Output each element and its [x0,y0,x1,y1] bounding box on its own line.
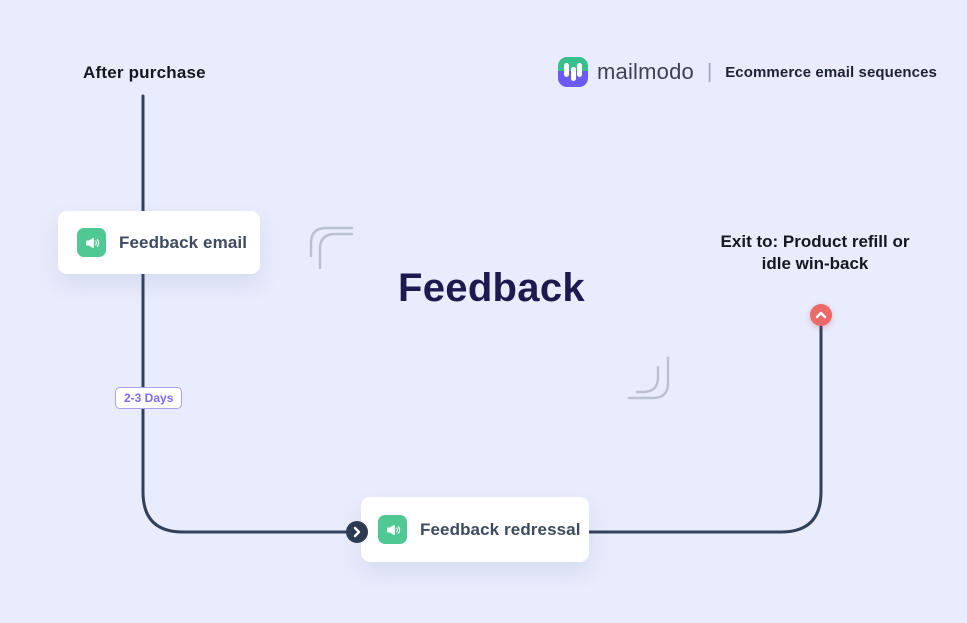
exit-label-line1: Exit to: Product refill or [720,232,910,251]
flow-title: Feedback [398,266,585,310]
decor-curve-bottom-outer [627,356,670,400]
brand-wordmark: mailmodo [597,59,694,84]
announcement-icon [77,228,106,257]
step-card-feedback-email[interactable]: Feedback email [58,211,260,274]
mailmodo-logo-icon [558,57,588,87]
step-card-feedback-redressal[interactable]: Feedback redressal [361,497,589,562]
announcement-icon [378,515,407,544]
brand-subtitle: Ecommerce email sequences [725,63,937,81]
delay-badge: 2-3 Days [115,387,183,409]
step-card-label: Feedback redressal [420,519,581,539]
decor-curve-top-outer [309,226,354,258]
step-card-label: Feedback email [119,232,248,252]
chevron-right-icon [346,521,368,543]
logo-bar [564,63,569,77]
decor-curve-bottom-inner [635,365,660,394]
exit-label: Exit to: Product refill or idle win-back [695,231,935,275]
logo-bar [577,63,582,77]
decor-curve-top-inner [318,232,354,270]
brand-divider: | [706,60,713,83]
entry-label: After purchase [83,63,206,82]
chevron-up-icon [810,304,832,326]
flow-line-exit [583,325,823,534]
flow-line-main [141,94,349,534]
brand-header: mailmodo | Ecommerce email sequences [558,57,937,87]
logo-bar [570,67,576,81]
exit-label-line2: idle win-back [761,254,869,273]
